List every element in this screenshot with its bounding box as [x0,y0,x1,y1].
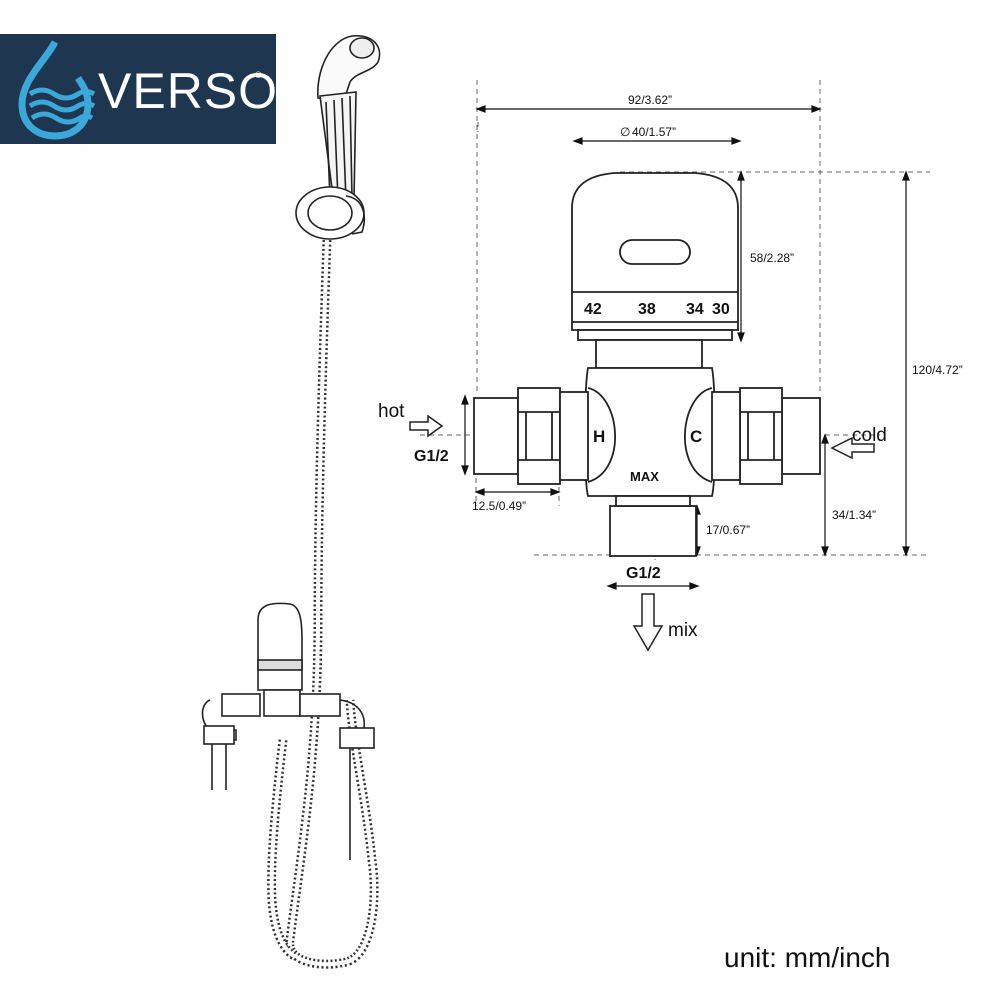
inlet-size-label: G1/2 [414,448,449,465]
cold-side-mark: C [690,427,702,446]
scale-mark-42: 42 [584,301,602,318]
handle-height-label: 58/2.28” [750,251,794,265]
spray-head [317,35,381,207]
mix-label: mix [668,620,698,641]
hot-side-mark: H [593,427,605,446]
scale-mark-34: 34 [686,301,704,318]
cold-inlet-arrow [830,436,875,460]
outlet-height-label: 34/1.34” [832,508,876,522]
max-mark: MAX [630,469,659,484]
scale-mark-30: 30 [712,301,730,318]
inlet-thread-label: 12.5/0.49” [472,499,526,513]
hot-label: hot [378,401,405,422]
cold-label: cold [852,425,887,446]
valve-drawing: 92/3.62” ∅ 40/1.57” 58/2.28” 120/4.72” 1… [378,80,963,652]
outlet-pipe [609,505,697,557]
outlet-length-label: 17/0.67” [706,523,750,537]
mix-outlet-arrow [632,593,664,652]
shower-hose [267,239,379,969]
mini-valve [201,602,375,860]
hot-inlet-arrow [409,414,444,438]
handle-diameter-label: 40/1.57” [632,125,676,139]
diameter-symbol: ∅ [620,125,630,139]
registered-mark: ® [255,70,262,80]
outlet-size-label: G1/2 [626,565,661,582]
unit-note: unit: mm/inch [724,942,891,973]
brand-name: VERSO [98,63,279,119]
hose-holder [295,186,366,240]
overall-height-label: 120/4.72” [912,363,963,377]
scale-mark-38: 38 [638,301,656,318]
knob-window [619,239,691,265]
overall-width-label: 92/3.62” [628,93,672,107]
brand-logo: VERSO ® [0,34,279,144]
water-drop-icon [18,40,96,140]
product-illustration [201,35,381,969]
